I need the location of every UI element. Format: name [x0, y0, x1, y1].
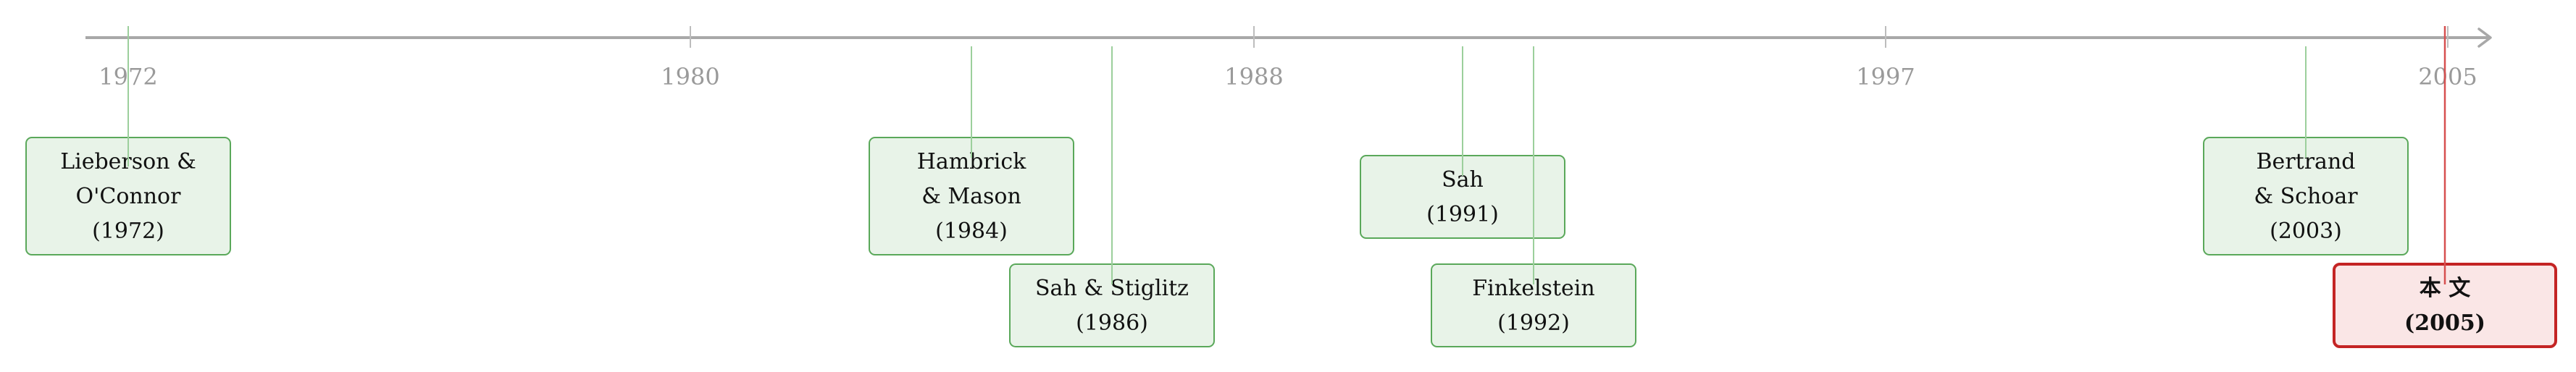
timeline-tick-label-1980: 1980	[661, 63, 719, 90]
event-box-sah: Sah(1991)	[1360, 155, 1565, 239]
event-text-line: (2003)	[2270, 219, 2342, 244]
event-boxes-group: Lieberson &O'Connor(1972)Hambrick& Mason…	[25, 137, 2557, 348]
event-box-this-paper: 本 文(2005)	[2333, 263, 2557, 348]
event-text-line: & Mason	[921, 184, 1021, 209]
event-box-sah-stiglitz: Sah & Stiglitz(1986)	[1009, 263, 1215, 347]
timeline-tick-label-2005: 2005	[2418, 63, 2477, 90]
event-text-line: (1972)	[92, 219, 164, 244]
timeline-axis-arrowhead	[2477, 28, 2492, 48]
event-text-line: (2005)	[2404, 310, 2485, 336]
timeline-axis-group	[85, 28, 2492, 48]
timeline-tick-label-1997: 1997	[1856, 63, 1915, 90]
timeline-tick-label-1988: 1988	[1224, 63, 1283, 90]
event-text-line: O'Connor	[76, 184, 182, 209]
event-text-line: (1984)	[935, 219, 1008, 244]
event-text-line: (1991)	[1426, 202, 1499, 227]
event-connectors-group	[127, 26, 2446, 284]
event-text-line: (1986)	[1076, 310, 1148, 336]
event-text-line: & Schoar	[2254, 184, 2358, 209]
event-box-bertrand-schoar: Bertrand& Schoar(2003)	[2203, 137, 2409, 255]
event-text-line: (1992)	[1497, 310, 1570, 336]
